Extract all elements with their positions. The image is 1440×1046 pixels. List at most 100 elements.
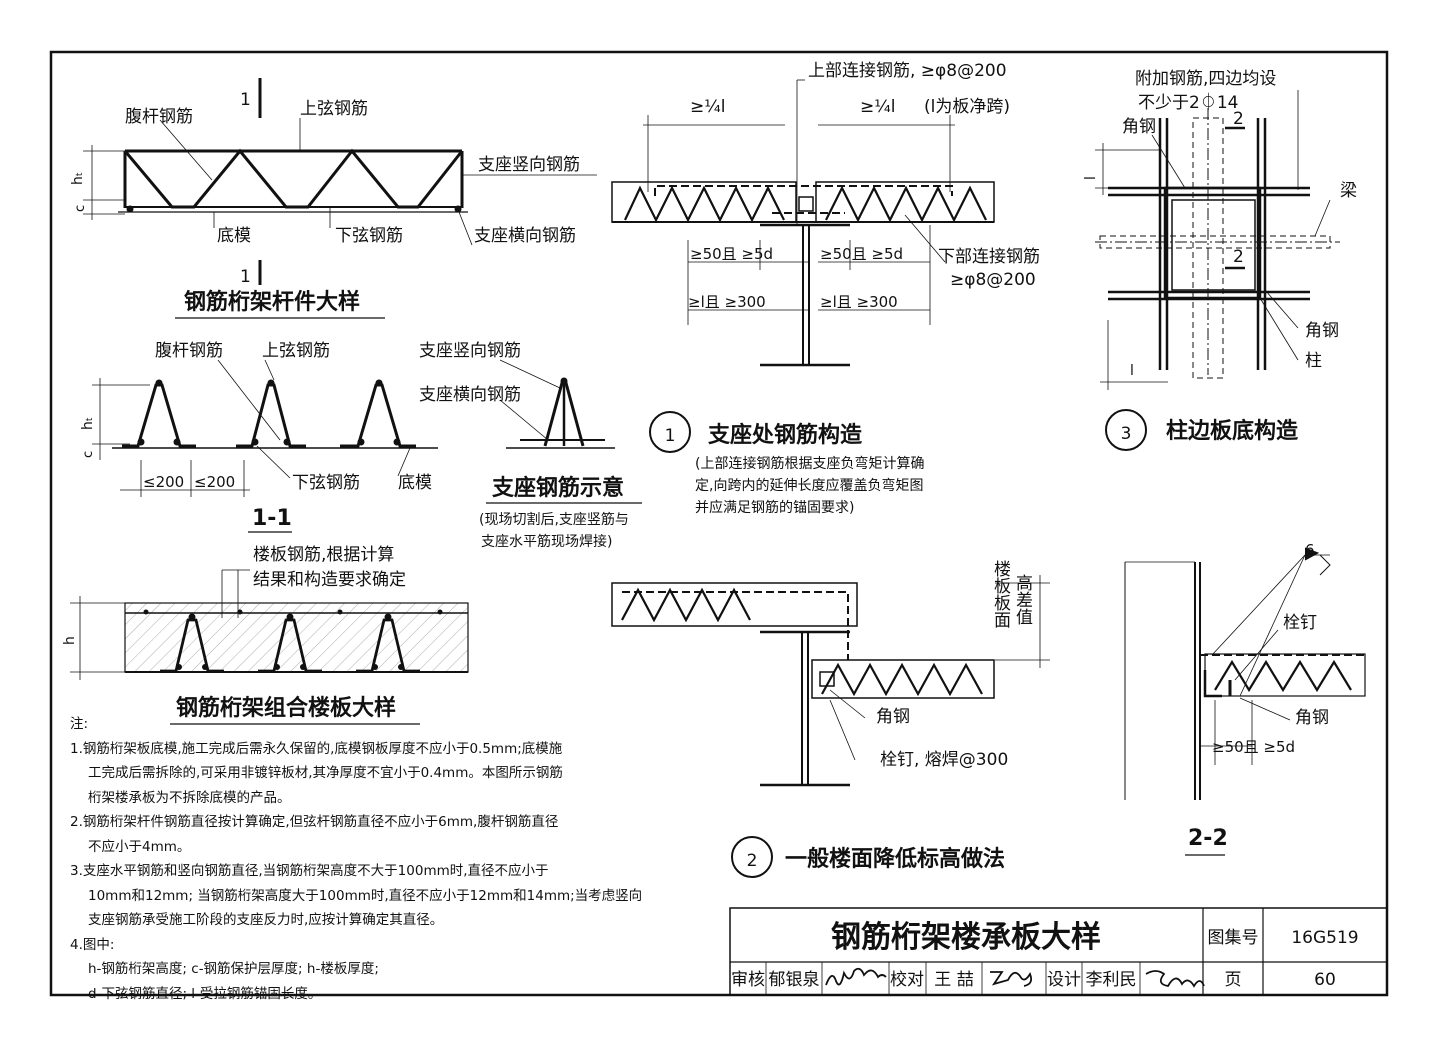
support-vertical-label: 支座竖向钢筋: [419, 341, 521, 361]
checker-name: 王 喆: [934, 970, 973, 990]
svg-text:ht: ht: [70, 172, 86, 185]
fig3-title: 柱边板底构造: [1166, 418, 1298, 444]
fig3-beam-label: 梁: [1340, 181, 1357, 201]
fig1-dim-50a: ≥50且 ≥5d: [690, 245, 773, 263]
slab-rebar-label1: 楼板钢筋,根据计算: [253, 545, 394, 565]
fig1-ln-note: (l为板净跨): [924, 97, 1010, 117]
slab-rebar-label2: 结果和构造要求确定: [253, 570, 406, 590]
fig1-dim-la: ≥l且 ≥300: [688, 293, 766, 311]
fig3-section-top: 2: [1233, 109, 1244, 129]
designer-signature: [1145, 970, 1205, 988]
sheet-frame: [49, 50, 1389, 997]
fig1-bottom-bar-label1: 下部连接钢筋: [938, 247, 1040, 267]
note-4-heading: 4.图中:: [70, 936, 115, 953]
fig3-column-edge: 2 2 附加钢筋,四边均设 不少于2⏀14 角钢 梁 l l 角钢 柱 3 柱边…: [1083, 69, 1357, 451]
svg-text:ht: ht: [80, 417, 96, 430]
note-1-line-a: 1.钢筋桁架板底模,施工完成后需永久保留的,底模钢板厚度不应小于0.5mm;底模…: [70, 740, 563, 757]
fig3-lg-label: l: [1083, 176, 1099, 180]
section11-dim1: ≤200: [143, 473, 184, 491]
notes-heading: 注:: [70, 716, 89, 732]
fig3-angle-bottom-label: 角钢: [1305, 321, 1339, 341]
fig2-lowered-floor: 楼板板面 高差值 角钢 栓钉, 熔焊@300 2 一般楼面降低标高做法: [611, 560, 1050, 878]
truss-top-chord-label: 上弦钢筋: [300, 99, 368, 119]
support-bar-note2: 支座水平筋现场焊接): [481, 533, 612, 550]
fig1-dim-lb: ≥l且 ≥300: [820, 293, 898, 311]
fig3-column-label: 柱: [1305, 351, 1322, 371]
fig22-title: 2-2: [1188, 826, 1228, 851]
note-3-line-c: 支座钢筋承受施工阶段的支座反力时,应按计算确定其直径。: [88, 912, 444, 928]
title-block: 钢筋桁架楼承板大样 图集号 16G519 审核 郁银泉 校对 王 喆 设计 李利…: [729, 907, 1388, 996]
truss-web-bar-label: 腹杆钢筋: [125, 107, 193, 127]
notes-block: 注: 1.钢筋桁架板底模,施工完成后需永久保留的,底模钢板厚度不应小于0.5mm…: [70, 712, 720, 1006]
section11-c-label: c: [81, 451, 96, 458]
section11-bottom-form-label: 底模: [398, 473, 432, 493]
section11-dim2: ≤200: [194, 473, 235, 491]
page-number: 60: [1314, 970, 1336, 990]
fig1-dim-left: ≥¼l: [690, 97, 725, 117]
truss-support-horizontal-label: 支座横向钢筋: [474, 226, 576, 246]
truss-bottom-form-label: 底模: [217, 226, 251, 246]
fig1-support-rebar: 上部连接钢筋, ≥φ8@200 ≥¼l ≥¼l (l为板净跨) ≥50且 ≥5d…: [611, 61, 1040, 516]
section11-ht-label: h: [80, 421, 96, 430]
atlas-number: 16G519: [1291, 928, 1358, 948]
page-label: 页: [1225, 970, 1242, 990]
note-3-line-a: 3.支座水平钢筋和竖向钢筋直径,当钢筋桁架高度不大于100mm时,直径不应小于: [70, 863, 549, 879]
support-bar-note1: (现场切割后,支座竖筋与: [479, 511, 629, 528]
note-1-line-b: 工完成后需拆除的,可采用非镀锌板材,其净厚度不宜小于0.4mm。本图所示钢筋: [88, 765, 563, 781]
truss-support-vertical-label: 支座竖向钢筋: [478, 155, 580, 175]
fig22-angle-label: 角钢: [1295, 708, 1329, 728]
checker-signature: [990, 971, 1033, 987]
fig3-angle-top-label: 角钢: [1122, 117, 1156, 137]
fig3-extra-rebar1: 附加钢筋,四边均设: [1135, 69, 1276, 89]
section11-bottom-chord-label: 下弦钢筋: [292, 473, 360, 493]
section11-title: 1-1: [252, 506, 292, 531]
composite-slab-detail: 楼板钢筋,根据计算 结果和构造要求确定 h 钢筋桁架组合楼板大样: [62, 545, 469, 725]
note-4-line-a: h-钢筋桁架高度; c-钢筋保护层厚度; h-楼板厚度;: [88, 961, 379, 977]
section-2-2: 6 栓钉 角钢 ≥50且 ≥5d 2-2: [1124, 541, 1366, 856]
support-bar-sketch: 支座竖向钢筋 支座横向钢筋 支座钢筋示意 (现场切割后,支座竖筋与 支座水平筋现…: [419, 341, 642, 550]
reviewer-name: 郁银泉: [769, 970, 820, 990]
fig22-stud-label: 栓钉: [1283, 613, 1317, 633]
svg-text:高差值: 高差值: [1012, 574, 1033, 625]
support-horizontal-label: 支座横向钢筋: [419, 385, 521, 405]
section-mark-bottom: 1: [240, 267, 251, 287]
slab-detail-title: 钢筋桁架组合楼板大样: [176, 695, 396, 721]
designer-name: 李利民: [1086, 970, 1137, 990]
design-label: 设计: [1047, 970, 1081, 990]
reviewer-signature: [825, 967, 887, 986]
fig2-number: 2: [747, 851, 758, 871]
section11-top-chord-label: 上弦钢筋: [262, 341, 330, 361]
fig1-dim-50b: ≥50且 ≥5d: [820, 245, 903, 263]
note-1-line-c: 桁架楼承板为不拆除底模的产品。: [88, 789, 291, 806]
fig22-weld-label: 6: [1305, 541, 1315, 559]
note-2-line-b: 不应小于4mm。: [88, 838, 191, 855]
fig2-title: 一般楼面降低标高做法: [785, 846, 1005, 872]
fig1-title: 支座处钢筋构造: [708, 422, 862, 448]
fig1-bottom-bar-label2: ≥φ8@200: [950, 270, 1036, 290]
fig3-extra-rebar2: 不少于2⏀14: [1138, 92, 1238, 113]
check-label: 校对: [890, 970, 924, 990]
fig1-note3: 并应满足钢筋的锚固要求): [695, 499, 854, 516]
note-3-line-b: 10mm和12mm; 当钢筋桁架高度大于100mm时,直径不应小于12mm和14…: [88, 887, 643, 904]
fig2-elev-diff2: 高差值: [1012, 574, 1033, 625]
section11-web-bar-label: 腹杆钢筋: [155, 341, 223, 361]
fig1-dim-right: ≥¼l: [860, 97, 895, 117]
fig1-number: 1: [665, 426, 676, 446]
fig1-note1: (上部连接钢筋根据支座负弯矩计算确: [695, 455, 924, 472]
fig2-elev-diff1: 楼板板面: [990, 560, 1011, 628]
review-label: 审核: [731, 970, 765, 990]
note-2-line-a: 2.钢筋桁架杆件钢筋直径按计算确定,但弦杆钢筋直径不应小于6mm,腹杆钢筋直径: [70, 814, 559, 830]
fig3-number: 3: [1121, 424, 1132, 444]
truss-detail-title: 钢筋桁架杆件大样: [184, 289, 360, 315]
section-1-1: ht c ≤200 ≤200 腹杆钢筋 上弦钢筋 下弦钢筋 底模 1-1: [80, 341, 438, 533]
svg-text:楼板板面: 楼板板面: [990, 560, 1011, 628]
fig1-top-bar-label: 上部连接钢筋, ≥φ8@200: [808, 61, 1007, 81]
fig1-note2: 定,向跨内的延伸长度应覆盖负弯矩图: [695, 477, 923, 494]
fig3-section-mid: 2: [1233, 247, 1244, 267]
drawing-title: 钢筋桁架楼承板大样: [831, 920, 1101, 955]
note-4-line-b: d-下弦钢筋直径; l-受拉钢筋锚固长度。: [88, 985, 322, 1002]
support-bar-title: 支座钢筋示意: [492, 475, 624, 501]
truss-ht-label: h: [70, 176, 86, 185]
fig2-angle-label: 角钢: [876, 707, 910, 727]
